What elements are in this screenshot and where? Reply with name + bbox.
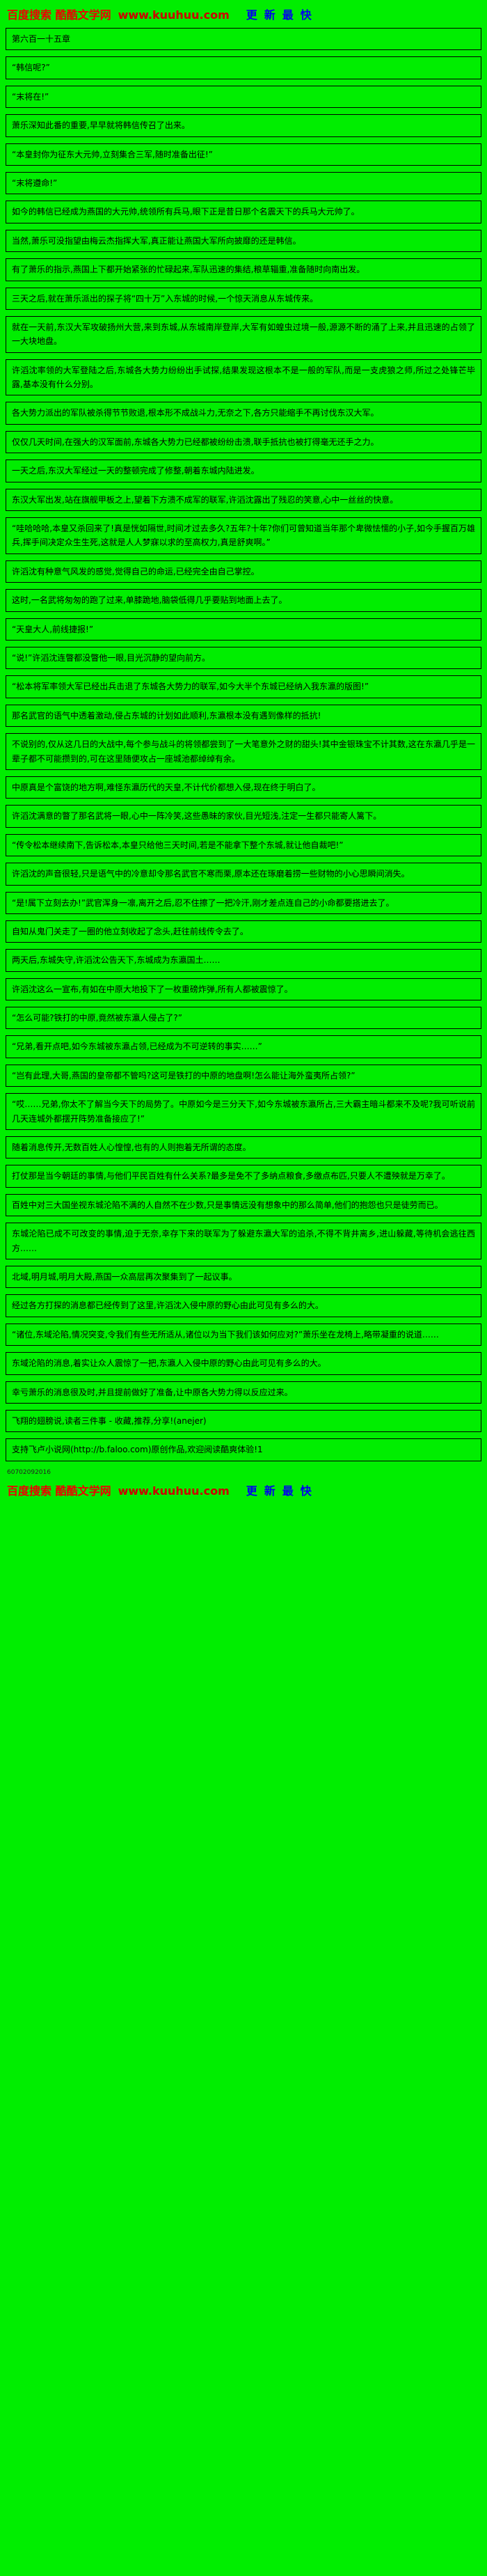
paragraph: 如今的韩信已经成为燕国的大元帅,统领所有兵马,眼下正是昔日那个名震天下的兵马大元… — [6, 201, 481, 223]
paragraph: 许滔沈这么一宣布,有如在中原大地投下了一枚重磅炸弹,所有人都被震惊了。 — [6, 977, 481, 1001]
paragraph: 幸亏萧乐的消息很及时,并且提前做好了准备,让中原各大势力得以反应过来。 — [6, 1381, 481, 1404]
paragraph: “诸位,东域沦陷,情况突变,令我们有些无所适从,诸位以为当下我们该如何应对?”萧… — [6, 1323, 481, 1346]
banner-site-name[interactable]: 百度搜索 酷酷文学网 — [7, 8, 111, 22]
paragraph: 随着消息传开,无数百姓人心惶惶,也有的人则抱着无所谓的态度。 — [6, 1136, 481, 1159]
paragraph: 仅仅几天时间,在强大的汉军面前,东城各大势力已经都被纷纷击溃,联手抵抗也被打得毫… — [6, 430, 481, 454]
paragraph: 那名武官的语气中透着激动,侵占东城的计划如此顺利,东瀛根本没有遇到像样的抵抗! — [6, 704, 481, 728]
paragraph: “哎……兄弟,你太不了解当今天下的局势了。中原如今是三分天下,如今东城被东瀛所占… — [6, 1093, 481, 1131]
paragraph-list: “韩信呢?” “末将在!” 萧乐深知此番的重要,早早就将韩信传召了出来。 “本皇封你为… — [6, 56, 481, 1404]
paragraph: 东域沦陷的消息,着实让众人震惊了一把,东瀛人入侵中原的野心由此可见有多么的大。 — [6, 1352, 481, 1375]
paragraph: “兄弟,看开点吧,如今东城被东瀛占领,已经成为不可逆转的事实……” — [6, 1035, 481, 1058]
banner-tagline: 更新最快 — [246, 1484, 319, 1498]
paragraph: 当然,萧乐可没指望由梅云杰指挥大军,真正能让燕国大军所向披靡的还是韩信。 — [6, 229, 481, 253]
paragraph: “韩信呢?” — [6, 56, 481, 79]
paragraph: 萧乐深知此番的重要,早早就将韩信传召了出来。 — [6, 114, 481, 137]
paragraph: “天皇大人,前线捷报!” — [6, 618, 481, 641]
paragraph: “说!”许滔沈连瞥都没瞥他一眼,目光沉静的望向前方。 — [6, 646, 481, 670]
support-link-note[interactable]: 支持飞卢小说网(http://b.faloo.com)原创作品,欢迎阅读酷爽体验… — [6, 1438, 481, 1461]
paragraph: 有了萧乐的指示,燕国上下都开始紧张的忙碌起来,军队迅速的集结,粮草辎重,准备随时… — [6, 258, 481, 281]
paragraph: “哇哈哈哈,本皇又杀回来了!真是恍如隔世,时间才过去多久?五年?十年?你们可曾知… — [6, 517, 481, 554]
paragraph: 自知从鬼门关走了一圈的他立刻收起了念头,赶往前线传令去了。 — [6, 920, 481, 943]
paragraph: 经过各方打探的消息都已经传到了这里,许滔沈入侵中原的野心由此可见有多么的大。 — [6, 1294, 481, 1317]
paragraph: 两天后,东城失守,许滔沈公告天下,东城成为东瀛国土…… — [6, 949, 481, 972]
paragraph: 北域,明月城,明月大殿,燕国一众高层再次聚集到了一起议事。 — [6, 1265, 481, 1289]
paragraph: 这时,一名武将匆匆的跑了过来,单膝跪地,脑袋低得几乎要贴到地面上去了。 — [6, 589, 481, 612]
paragraph: 许滔沈率领的大军登陆之后,东城各大势力纷纷出手试探,结果发现这根本不是一般的军队… — [6, 359, 481, 396]
page-id: 60702092016 — [7, 1468, 51, 1476]
paragraph: “传令松本继续南下,告诉松本,本皇只给他三天时间,若是不能拿下整个东城,就让他自… — [6, 833, 481, 857]
site-banner-top[interactable]: 百度搜索 酷酷文学网 www.kuuhuu.com 更新最快 — [0, 0, 487, 26]
paragraph: 百姓中对三大国坐视东城沦陷不满的人自然不在少数,只是事情远没有想象中的那么简单,… — [6, 1193, 481, 1217]
paragraph: “本皇封你为征东大元帅,立刻集合三军,随时准备出征!” — [6, 143, 481, 166]
chapter-content: 第六百一十五章 “韩信呢?” “末将在!” 萧乐深知此番的重要,早早就将韩信传召了出… — [0, 26, 487, 1461]
chapter-title: 第六百一十五章 — [6, 28, 481, 51]
paragraph: “末将遵命!” — [6, 171, 481, 195]
paragraph: “松本将军率领大军已经出兵击退了东城各大势力的联军,如今大半个东城已经纳入我东瀛… — [6, 675, 481, 698]
paragraph: 不说别的,仅从这几日的大战中,每个参与战斗的将领都尝到了一大笔意外之财的甜头!其… — [6, 733, 481, 770]
paragraph: 一天之后,东汉大军经过一天的整顿完成了修整,朝着东城内陆进发。 — [6, 460, 481, 482]
paragraph: 就在一天前,东汉大军攻破扬州大营,来到东城,从东城南岸登岸,大军有如蝗虫过境一般… — [6, 315, 481, 353]
paragraph: “是!属下立刻去办!”武官浑身一凛,离开之后,忍不住擦了一把冷汗,刚才差点连自己… — [6, 891, 481, 914]
banner-site-name[interactable]: 百度搜索 酷酷文学网 — [7, 1484, 111, 1498]
paragraph: 打仗那是当今朝廷的事情,与他们平民百姓有什么关系?最多是免不了多纳点粮食,多缴点… — [6, 1165, 481, 1188]
paragraph: 中原真是个富饶的地方啊,难怪东瀛历代的天皇,不计代价都想入侵,现在终于明白了。 — [6, 776, 481, 799]
paragraph: “末将在!” — [6, 85, 481, 109]
paragraph: 各大势力派出的军队被杀得节节败退,根本形不成战斗力,无奈之下,各方只能缩手不再讨… — [6, 402, 481, 425]
paragraph: “岂有此理,大哥,燕国的皇帝都不管吗?这可是铁打的中原的地盘啊!怎么能让海外蛮夷… — [6, 1064, 481, 1087]
banner-url[interactable]: www.kuuhuu.com — [118, 8, 230, 22]
paragraph: 东汉大军出发,站在旗舰甲板之上,望着下方溃不成军的联军,许滔沈露出了残忍的笑意,… — [6, 488, 481, 512]
paragraph: 三天之后,就在萧乐派出的探子将“四十万”入东城的时候,一个惊天消息从东城传来。 — [6, 287, 481, 310]
paragraph: 许滔沈满意的瞥了那名武将一眼,心中一阵冷笑,这些愚昧的家伙,目光短浅,注定一生都… — [6, 805, 481, 828]
site-banner-bottom[interactable]: 百度搜索 酷酷文学网 www.kuuhuu.com 更新最快 — [0, 1479, 487, 1505]
banner-url[interactable]: www.kuuhuu.com — [118, 1484, 230, 1498]
paragraph: 东城沦陷已成不可改变的事情,迫于无奈,幸存下来的联军为了躲避东瀛大军的追杀,不得… — [6, 1223, 481, 1259]
paragraph: 许滔沈有种意气风发的感觉,觉得自己的命运,已经完全由自己掌控。 — [6, 560, 481, 583]
paragraph: 许滔沈的声音很轻,只是语气中的冷意却令那名武官不寒而栗,原本还在琢磨着捞一些财物… — [6, 863, 481, 886]
banner-tagline: 更新最快 — [246, 8, 319, 22]
promo-note: 飞翔的翅膀说,读者三件事 - 收藏,推荐,分享!(anejer) — [6, 1409, 481, 1433]
paragraph: “怎么可能?铁打的中原,竟然被东瀛人侵占了?” — [6, 1007, 481, 1030]
